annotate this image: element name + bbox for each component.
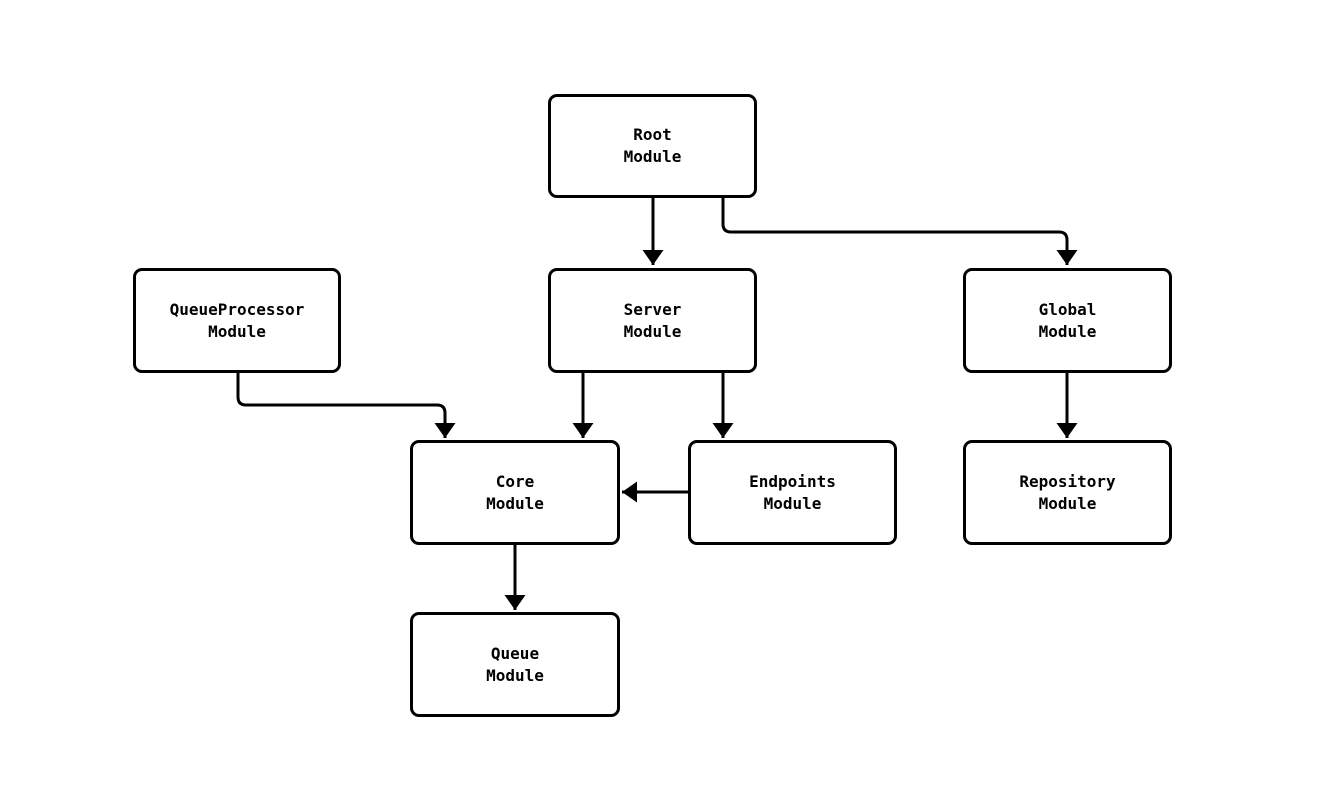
node-queueprocessor-module: QueueProcessor Module [133, 268, 341, 373]
node-server-module-label: Server Module [623, 299, 682, 341]
edge-queueprocessor-to-core-arrow [236, 373, 456, 438]
node-global-module: Global Module [963, 268, 1172, 373]
node-queue-module: Queue Module [410, 612, 620, 717]
node-server-module: Server Module [548, 268, 757, 373]
edge-root-to-global-arrow [721, 198, 1078, 265]
node-endpoints-module-label: Endpoints Module [749, 471, 836, 513]
node-root-module: Root Module [548, 94, 757, 198]
node-root-module-label: Root Module [623, 125, 682, 166]
node-endpoints-module: Endpoints Module [688, 440, 897, 545]
node-core-module-label: Core Module [486, 471, 544, 513]
node-queue-module-label: Queue Module [486, 643, 544, 685]
node-global-module-label: Global Module [1038, 299, 1097, 341]
node-core-module: Core Module [410, 440, 620, 545]
node-repository-module: Repository Module [963, 440, 1172, 545]
node-repository-module-label: Repository Module [1019, 471, 1116, 513]
node-queueprocessor-module-label: QueueProcessor Module [169, 299, 305, 341]
